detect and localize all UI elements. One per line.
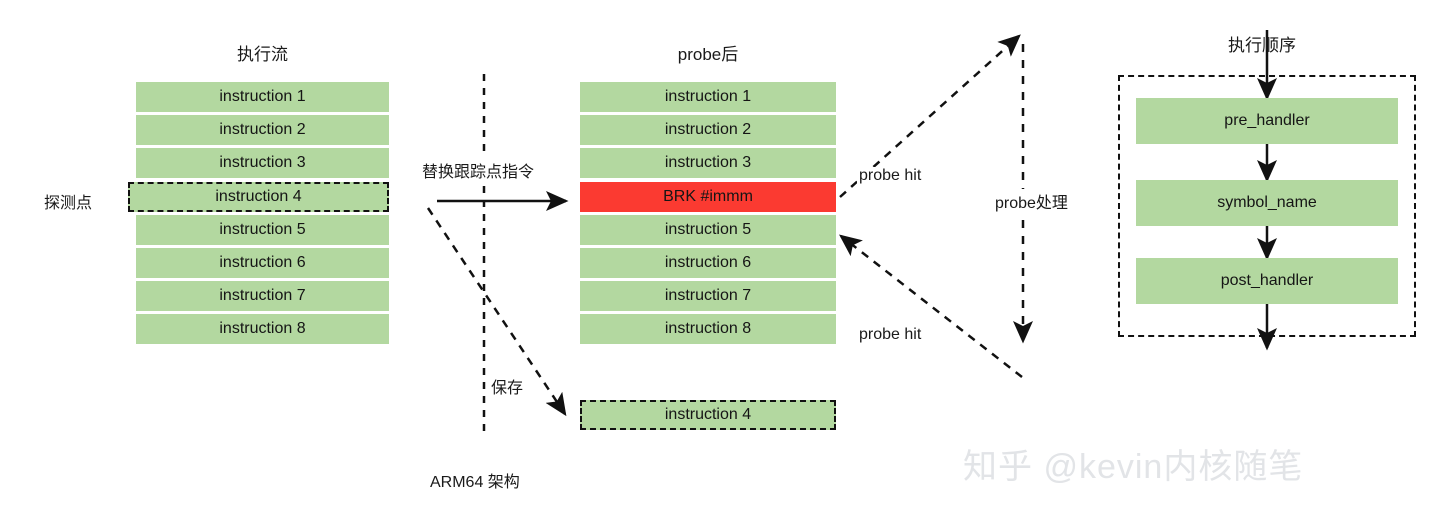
saved-instruction-box: instruction 4 [580, 400, 836, 430]
instruction-cell: instruction 1 [580, 82, 836, 112]
handler-box: symbol_name [1136, 180, 1398, 226]
instruction-cell: instruction 4 [128, 181, 389, 212]
instruction-cell: instruction 2 [580, 115, 836, 146]
instruction-cell: instruction 2 [136, 115, 389, 146]
probe-point-label: 探测点 [44, 195, 93, 212]
brk-instruction-cell: BRK #immm [580, 181, 836, 212]
instruction-cell: instruction 5 [580, 214, 836, 245]
watermark: 知乎 @kevin内核随笔 [963, 448, 1304, 486]
instruction-cell: instruction 8 [136, 314, 389, 345]
instruction-cell: instruction 1 [136, 82, 389, 112]
instruction-cell: instruction 7 [580, 281, 836, 312]
instruction-cell: instruction 3 [580, 148, 836, 179]
probe-handling-label: probe处理 [993, 189, 1070, 213]
middle-column-title: probe后 [677, 45, 739, 64]
save-label: 保存 [489, 374, 526, 398]
probe-hit-top-label: probe hit [857, 167, 924, 185]
instruction-cell: instruction 3 [136, 148, 389, 179]
handler-box: post_handler [1136, 258, 1398, 304]
handler-box: pre_handler [1136, 98, 1398, 144]
left-column-title: 执行流 [237, 45, 288, 64]
replace-instruction-label: 替换跟踪点指令 [420, 158, 537, 182]
instruction-cell: instruction 8 [580, 314, 836, 345]
right-panel-title: 执行顺序 [1228, 36, 1296, 55]
instruction-cell: instruction 7 [136, 281, 389, 312]
probe-hit-bottom-arrow [839, 234, 1023, 378]
probe-hit-bottom-label: probe hit [857, 326, 924, 344]
instruction-cell: instruction 6 [136, 248, 389, 278]
architecture-label: ARM64 架构 [428, 468, 522, 492]
handler-panel-border [1118, 75, 1416, 337]
instruction-cell: instruction 6 [580, 248, 836, 278]
instruction-cell: instruction 5 [136, 214, 389, 245]
